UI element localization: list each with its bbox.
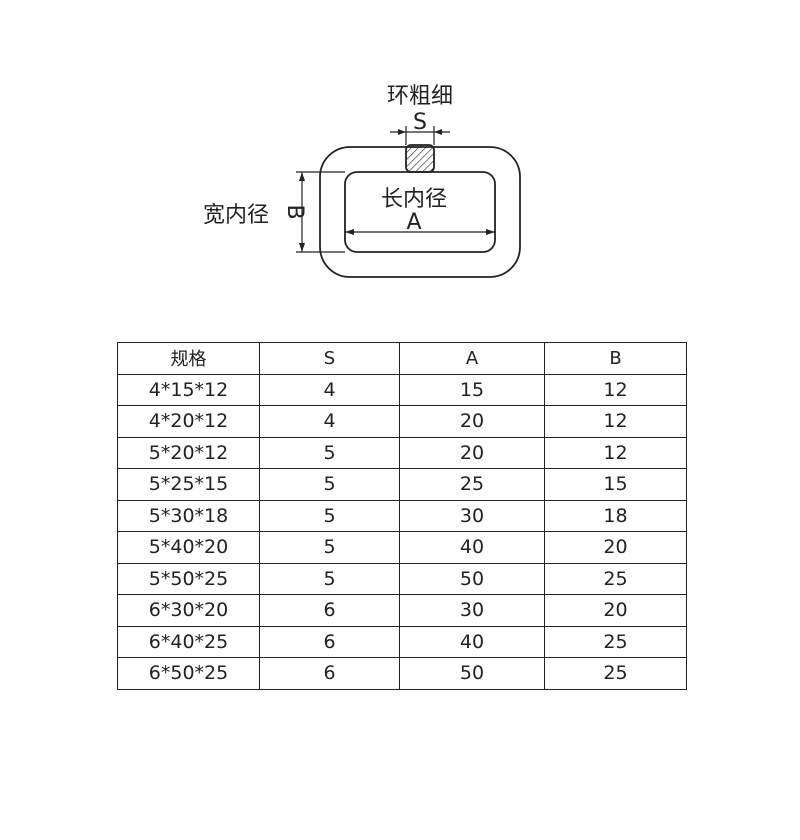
cell-s: 4 bbox=[259, 373, 400, 406]
cell-b: 12 bbox=[544, 436, 687, 469]
cell-a: 50 bbox=[399, 657, 545, 690]
cell-spec: 5*25*15 bbox=[117, 468, 260, 501]
cell-s: 5 bbox=[259, 562, 400, 595]
cell-s: 6 bbox=[259, 594, 400, 627]
cell-s: 5 bbox=[259, 531, 400, 564]
header-a: A bbox=[399, 342, 545, 375]
cell-a: 40 bbox=[399, 625, 545, 658]
cell-spec: 5*40*20 bbox=[117, 531, 260, 564]
cell-spec: 6*50*25 bbox=[117, 657, 260, 690]
ring-cross-section bbox=[405, 144, 435, 173]
cell-s: 6 bbox=[259, 625, 400, 658]
ring-dimension-diagram: 环粗细 S 宽内径 B 长内径 A bbox=[203, 84, 521, 278]
cell-a: 30 bbox=[399, 594, 545, 627]
cell-a: 50 bbox=[399, 562, 545, 595]
cell-spec: 5*50*25 bbox=[117, 562, 260, 595]
table-header-row: 规格 S A B bbox=[117, 342, 687, 375]
cell-s: 4 bbox=[259, 405, 400, 438]
cell-b: 12 bbox=[544, 373, 687, 406]
header-spec: 规格 bbox=[117, 342, 260, 375]
thickness-label: 环粗细 bbox=[387, 84, 453, 109]
width-label: 宽内径 bbox=[203, 203, 269, 228]
cell-a: 15 bbox=[399, 373, 545, 406]
cell-spec: 6*40*25 bbox=[117, 625, 260, 658]
cell-a: 20 bbox=[399, 405, 545, 438]
cell-s: 6 bbox=[259, 657, 400, 690]
cell-s: 5 bbox=[259, 468, 400, 501]
cell-spec: 5*30*18 bbox=[117, 499, 260, 532]
cell-s: 5 bbox=[259, 499, 400, 532]
length-symbol: A bbox=[406, 210, 421, 235]
cell-b: 18 bbox=[544, 499, 687, 532]
cell-b: 25 bbox=[544, 657, 687, 690]
cell-spec: 6*30*20 bbox=[117, 594, 260, 627]
cell-b: 12 bbox=[544, 405, 687, 438]
cell-b: 20 bbox=[544, 531, 687, 564]
cell-b: 15 bbox=[544, 468, 687, 501]
cell-spec: 4*20*12 bbox=[117, 405, 260, 438]
cell-a: 20 bbox=[399, 436, 545, 469]
cell-spec: 5*20*12 bbox=[117, 436, 260, 469]
cell-s: 5 bbox=[259, 436, 400, 469]
width-symbol: B bbox=[282, 204, 307, 219]
length-label: 长内径 bbox=[381, 187, 447, 212]
header-s: S bbox=[259, 342, 400, 375]
cell-b: 25 bbox=[544, 625, 687, 658]
cell-a: 25 bbox=[399, 468, 545, 501]
cell-spec: 4*15*12 bbox=[117, 373, 260, 406]
cell-b: 20 bbox=[544, 594, 687, 627]
cell-a: 30 bbox=[399, 499, 545, 532]
cell-a: 40 bbox=[399, 531, 545, 564]
header-b: B bbox=[544, 342, 687, 375]
cell-b: 25 bbox=[544, 562, 687, 595]
thickness-symbol: S bbox=[413, 110, 427, 135]
